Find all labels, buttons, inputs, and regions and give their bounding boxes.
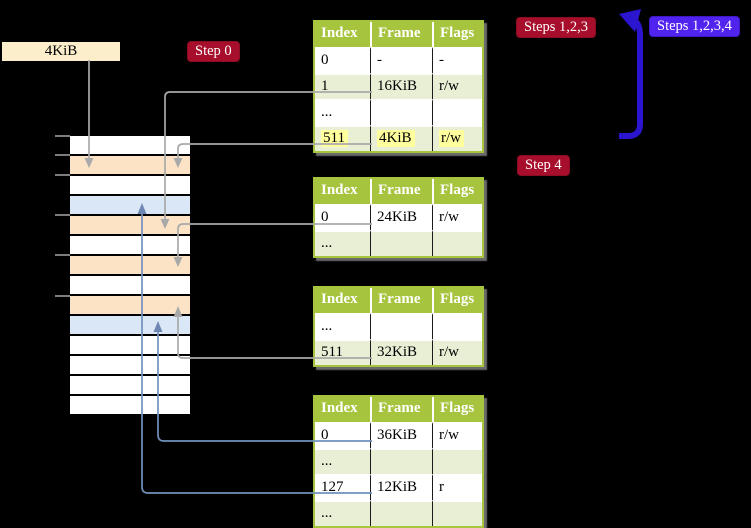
header-index: Index: [315, 179, 370, 204]
memory-tick: [55, 135, 70, 137]
cell-flags: -: [432, 47, 482, 73]
header-index: Index: [315, 22, 370, 47]
loop-arrowhead-icon: [619, 9, 641, 32]
table-row-highlighted: 511 4KiB r/w: [315, 125, 482, 151]
memory-column: [70, 136, 190, 414]
memory-tick: [55, 214, 70, 216]
cell-frame: 24KiB: [370, 204, 432, 230]
page-table-third: Index Frame Flags ... 511 32KiB r/w: [313, 286, 484, 367]
cell-frame: -: [370, 47, 432, 73]
cell-frame: 36KiB: [370, 422, 432, 448]
cell-index: ...: [315, 500, 370, 526]
header-flags: Flags: [432, 22, 482, 47]
loop-arrow-steps: [619, 18, 643, 139]
table-row: ...: [315, 313, 482, 339]
cell-frame: 16KiB: [370, 73, 432, 99]
cell-frame: [370, 448, 432, 474]
steps1234-label: Steps 1,2,3,4: [649, 16, 740, 37]
cell-index: ...: [315, 448, 370, 474]
cell-index: 127: [315, 474, 370, 500]
memory-frame-row: [70, 256, 190, 276]
memory-frame-row: [70, 156, 190, 176]
memory-frame-row: [70, 336, 190, 356]
header-flags: Flags: [432, 179, 482, 204]
header-flags: Flags: [432, 288, 482, 313]
memory-frame-row: [70, 356, 190, 376]
steps123-label: Steps 1,2,3: [516, 17, 597, 38]
page-table-second: Index Frame Flags 0 24KiB r/w ...: [313, 177, 484, 258]
memory-frame-row: [70, 376, 190, 396]
header-frame: Frame: [370, 397, 432, 422]
memory-frame-row: [70, 276, 190, 296]
header-frame: Frame: [370, 22, 432, 47]
cell-frame: 12KiB: [370, 474, 432, 500]
cell-flags: [432, 500, 482, 526]
cell-frame: [370, 230, 432, 256]
page-table-bottom: Index Frame Flags 0 36KiB r/w ... 127 12…: [313, 395, 484, 528]
memory-frame-row: [70, 236, 190, 256]
cell-flags: r/w: [432, 73, 482, 99]
header-index: Index: [315, 288, 370, 313]
cell-flags: [432, 313, 482, 339]
table-row: 0 36KiB r/w: [315, 422, 482, 448]
cell-index: ...: [315, 313, 370, 339]
cell-index: 1: [315, 73, 370, 99]
table-row: 0 - -: [315, 47, 482, 73]
header-flags: Flags: [432, 397, 482, 422]
cell-frame: [370, 99, 432, 125]
memory-frame-row: [70, 396, 190, 414]
cell-flags: r/w: [432, 204, 482, 230]
memory-tick: [55, 254, 70, 256]
table-header-row: Index Frame Flags: [315, 22, 482, 47]
cell-index: 511: [315, 125, 370, 151]
cell-flags: [432, 99, 482, 125]
memory-frame-row: [70, 296, 190, 316]
cell-index: 511: [315, 339, 370, 365]
cell-frame: 4KiB: [370, 125, 432, 151]
highlight: 511: [321, 129, 348, 147]
header-frame: Frame: [370, 288, 432, 313]
cell-index: ...: [315, 99, 370, 125]
table-row: ...: [315, 448, 482, 474]
memory-frame-row: [70, 136, 190, 156]
cell-flags: r/w: [432, 422, 482, 448]
table-row: 511 32KiB r/w: [315, 339, 482, 365]
header-index: Index: [315, 397, 370, 422]
table-row: 127 12KiB r: [315, 474, 482, 500]
table-row: 1 16KiB r/w: [315, 73, 482, 99]
cell-flags: [432, 230, 482, 256]
table-header-row: Index Frame Flags: [315, 288, 482, 313]
memory-frame-row: [70, 316, 190, 336]
table-row: 0 24KiB r/w: [315, 204, 482, 230]
cell-frame: 32KiB: [370, 339, 432, 365]
step0-label: Step 0: [187, 41, 240, 62]
memory-tick: [55, 174, 70, 176]
memory-tick: [55, 295, 70, 297]
memory-tick: [55, 154, 70, 156]
memory-frame-row: [70, 216, 190, 236]
cell-flags: r/w: [432, 125, 482, 151]
cell-flags: r: [432, 474, 482, 500]
table-row: ...: [315, 99, 482, 125]
page-size-box: 4KiB: [2, 42, 120, 61]
memory-frame-row: [70, 196, 190, 216]
table-row: ...: [315, 500, 482, 526]
cell-index: 0: [315, 422, 370, 448]
cell-frame: [370, 313, 432, 339]
table-header-row: Index Frame Flags: [315, 397, 482, 422]
table-header-row: Index Frame Flags: [315, 179, 482, 204]
table-row: ...: [315, 230, 482, 256]
step4-label: Step 4: [517, 155, 570, 176]
cell-index: 0: [315, 204, 370, 230]
cell-flags: r/w: [432, 339, 482, 365]
cell-index: 0: [315, 47, 370, 73]
cell-frame: [370, 500, 432, 526]
highlight: r/w: [439, 129, 464, 147]
highlight: 4KiB: [377, 129, 415, 147]
page-table-top: Index Frame Flags 0 - - 1 16KiB r/w ... …: [313, 20, 484, 153]
memory-frame-row: [70, 176, 190, 196]
header-frame: Frame: [370, 179, 432, 204]
cell-index: ...: [315, 230, 370, 256]
cell-flags: [432, 448, 482, 474]
